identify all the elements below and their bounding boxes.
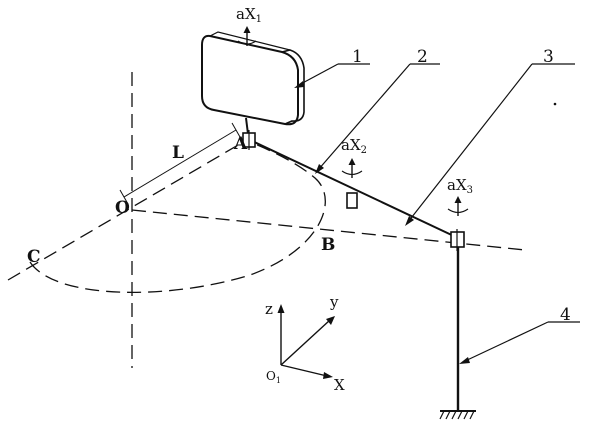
- axis-label-x: X: [334, 376, 345, 394]
- leader-4: [459, 321, 580, 364]
- ground-hatch: [439, 410, 476, 420]
- axis-label-y: y: [329, 293, 339, 311]
- rotation-arrow-ax2: [341, 158, 363, 178]
- joint-axis-label-3: aX3: [447, 176, 473, 196]
- camera-neck: [245, 117, 249, 135]
- point-label-c: C: [27, 247, 41, 267]
- dimension-label-l: L: [172, 143, 184, 163]
- part-label-2: 2: [417, 47, 428, 67]
- point-label-a: A: [233, 134, 248, 154]
- rotation-arrow-ax1: [237, 26, 257, 46]
- line-ob-dashed: [131, 209, 526, 251]
- joint-3: [450, 229, 465, 251]
- part-label-4: 4: [560, 305, 571, 325]
- rotation-arrow-ax3: [447, 196, 469, 216]
- part-label-1: 1: [352, 47, 363, 67]
- origin-label: O1: [266, 369, 281, 385]
- joint-axis-label-2: aX2: [341, 136, 367, 156]
- link-arm: [249, 139, 459, 239]
- leader-1: [294, 63, 370, 88]
- dim-line-l: [123, 129, 237, 198]
- part-label-3: 3: [543, 47, 554, 67]
- swing-arc-dashed: [29, 141, 326, 294]
- joint-axis-label-1: aX1: [236, 5, 262, 25]
- axis-label-z: z: [265, 300, 273, 318]
- joint-a: [242, 130, 256, 150]
- point-label-o: O: [115, 198, 130, 218]
- leader-2: [315, 63, 440, 174]
- leader-3: [405, 63, 575, 226]
- line-ca-dashed: [7, 137, 251, 281]
- stray-dot: [553, 102, 557, 106]
- coordinate-system: [277, 304, 335, 379]
- point-label-b: B: [321, 235, 335, 255]
- joint-2: [346, 192, 358, 209]
- camera-box: [201, 31, 305, 126]
